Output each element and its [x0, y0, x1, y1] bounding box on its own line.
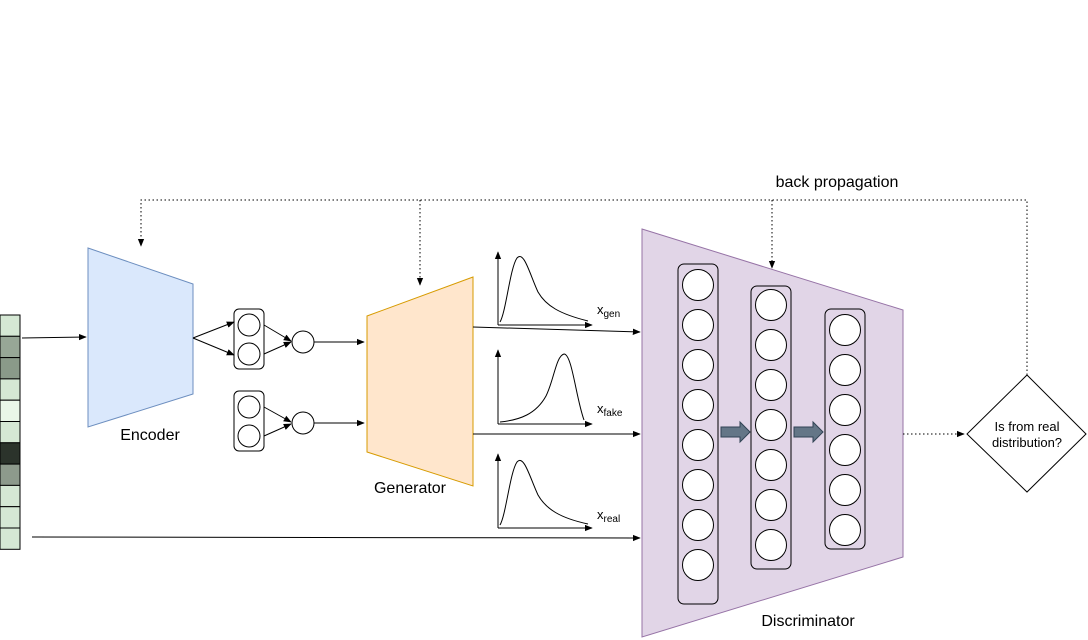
neuron-node	[682, 509, 714, 541]
neuron-node	[829, 434, 861, 466]
input-to-encoder-arrow	[21, 333, 87, 341]
latent-to-sample-arrow	[263, 324, 292, 342]
sample-node-1	[291, 330, 315, 354]
layer-forward-arrow	[793, 420, 824, 444]
neuron-node	[829, 354, 861, 386]
encoder-block[interactable]	[87, 247, 194, 428]
neuron-node	[682, 469, 714, 501]
layer-forward-arrow	[720, 420, 751, 444]
latent-to-sample-arrow	[263, 341, 292, 355]
input-data-vector	[0, 314, 21, 550]
gen-distribution-plot: xgen	[494, 251, 620, 329]
noise-to-sample-arrow	[263, 423, 292, 437]
discriminator-layer-1	[677, 263, 719, 605]
real-distribution-curve	[499, 459, 589, 526]
fake-distribution-plot: xfake	[494, 349, 623, 428]
neuron-node	[682, 389, 714, 421]
sample-node-2	[291, 411, 315, 435]
neuron-node	[755, 529, 787, 561]
encoder-to-sigma-arrow	[192, 337, 235, 356]
input-cell	[0, 484, 21, 508]
neuron-node	[829, 314, 861, 346]
input-cell	[0, 442, 21, 465]
neuron-node	[755, 289, 787, 321]
latent-node	[237, 313, 261, 337]
input-cell	[0, 399, 21, 423]
neuron-node	[682, 349, 714, 381]
back-propagation-path	[137, 199, 1028, 375]
decision-diamond[interactable]	[966, 374, 1087, 493]
input-cell	[0, 506, 21, 529]
encoder-to-mu-arrow	[192, 321, 235, 339]
fake-distribution-curve	[499, 353, 585, 423]
gen-distribution-curve	[499, 255, 589, 323]
discriminator-layers	[677, 263, 866, 605]
neuron-node	[755, 329, 787, 361]
noise-to-sample-arrow	[263, 406, 292, 423]
gen-distribution-label: xgen	[597, 302, 620, 320]
fake-distribution-label: xfake	[597, 401, 623, 419]
real-distribution-label: xreal	[597, 507, 620, 525]
input-cell	[0, 378, 21, 401]
real-data-arrow	[31, 534, 641, 542]
discriminator-layer-3	[824, 308, 866, 550]
neuron-node	[829, 514, 861, 546]
noise-node	[237, 424, 261, 448]
latent-node	[237, 342, 261, 366]
neuron-node	[682, 309, 714, 341]
neuron-node	[682, 429, 714, 461]
decision-label-line1: Is from real	[994, 419, 1059, 434]
generator-block[interactable]	[366, 276, 474, 487]
input-cell	[0, 463, 21, 486]
noise-node	[237, 395, 261, 419]
discriminator-layer-2	[750, 285, 792, 570]
input-cell	[0, 357, 21, 380]
neuron-node	[755, 409, 787, 441]
encoder-label: Encoder	[120, 427, 180, 444]
neuron-node	[682, 549, 714, 581]
back-propagation-label: back propagation	[776, 174, 899, 191]
generator-gen-output-arrow	[472, 326, 641, 335]
neuron-node	[682, 269, 714, 301]
neuron-node	[829, 474, 861, 506]
generator-label: Generator	[374, 480, 447, 497]
neuron-node	[755, 449, 787, 481]
input-cell	[0, 527, 21, 550]
neuron-node	[829, 394, 861, 426]
input-cell	[0, 314, 21, 337]
input-cell	[0, 335, 21, 359]
discriminator-label: Discriminator	[761, 613, 855, 630]
real-distribution-plot: xreal	[494, 453, 620, 532]
input-cell	[0, 421, 21, 444]
decision-label-line2: distribution?	[992, 435, 1062, 450]
neuron-node	[755, 369, 787, 401]
neuron-node	[755, 489, 787, 521]
